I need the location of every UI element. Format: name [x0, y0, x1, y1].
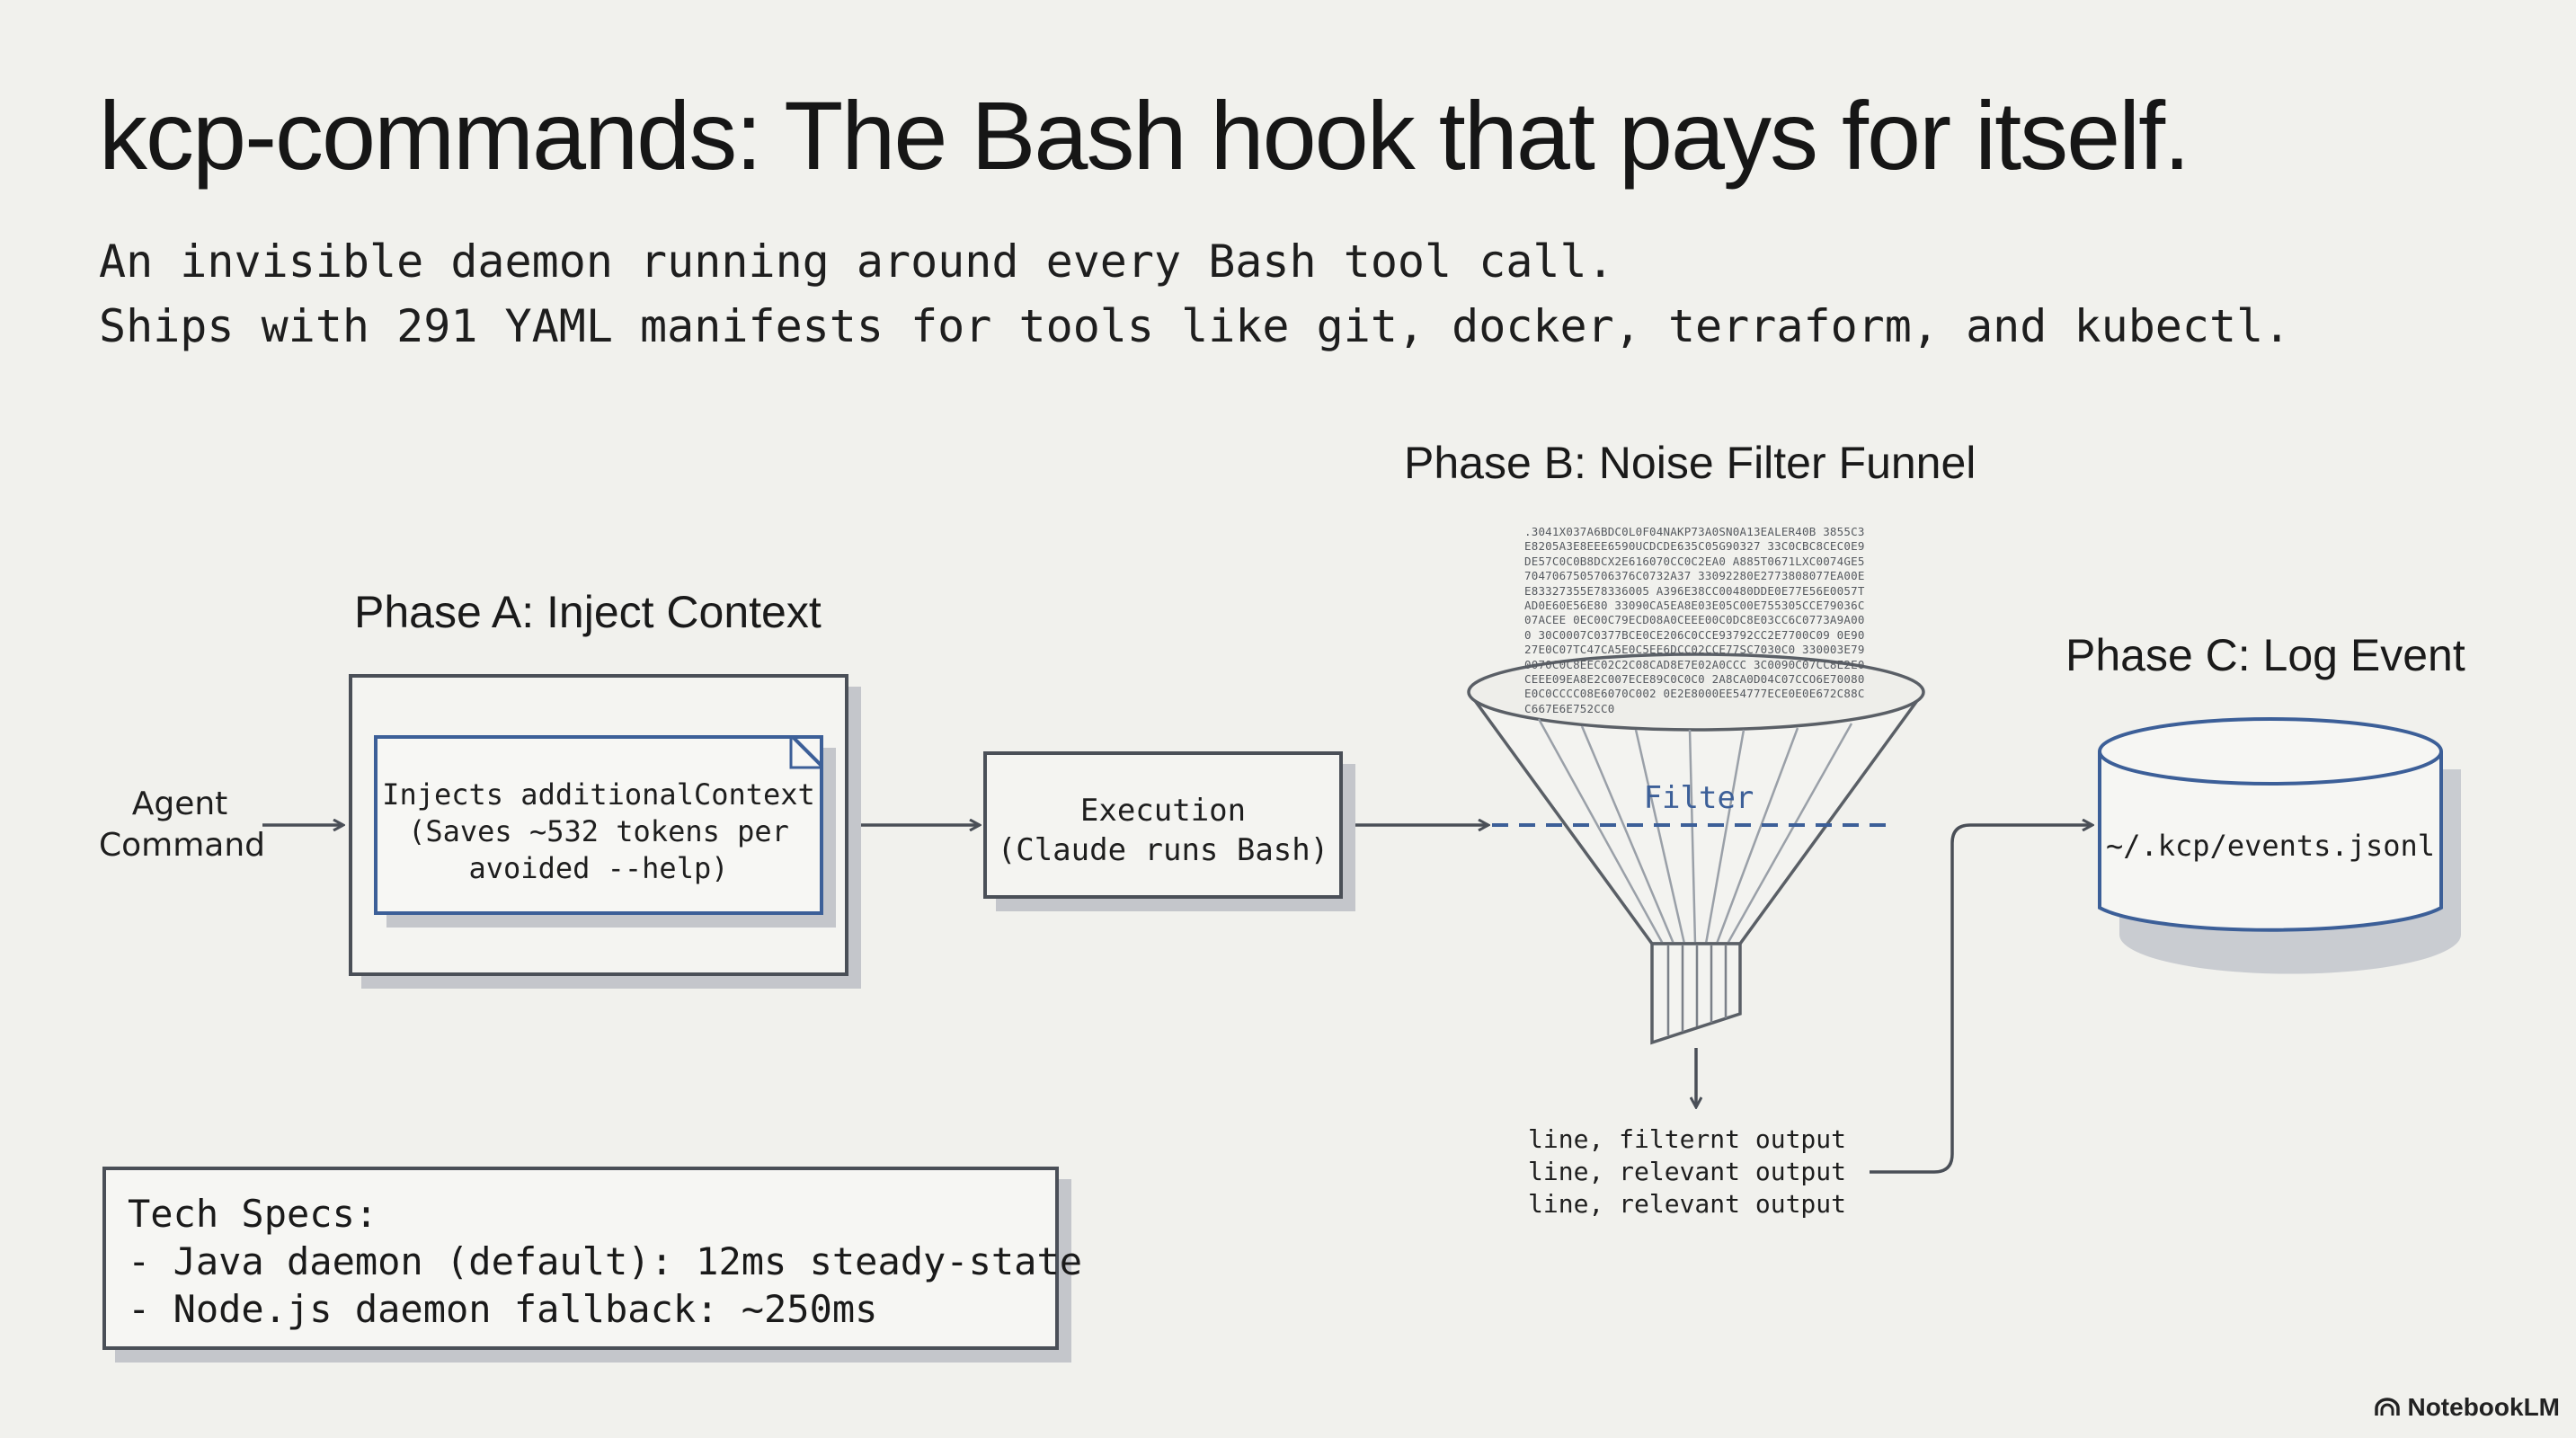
- execution-text: Execution (Claude runs Bash): [987, 791, 1339, 870]
- database-icon: [2098, 717, 2461, 974]
- filtered-line: line, filternt output: [1528, 1124, 1847, 1154]
- phase-a-label: Phase A: Inject Context: [354, 587, 822, 637]
- notebooklm-logo-icon: [2375, 1398, 2401, 1416]
- arrow-output-to-events: [1870, 825, 2092, 1174]
- noise-text: .3041X037A6BDC0L0F04NAKP73A0SN0A13EALER4…: [1524, 525, 1865, 715]
- inject-line: Injects additionalContext: [382, 777, 815, 812]
- watermark: NotebookLM: [2375, 1393, 2560, 1422]
- phase-c-label: Phase C: Log Event: [2065, 630, 2465, 680]
- execution-box: Execution (Claude runs Bash): [983, 751, 1343, 899]
- phase-b-label: Phase B: Noise Filter Funnel: [1404, 438, 1976, 488]
- filter-label: Filter: [1643, 780, 1754, 816]
- watermark-text: NotebookLM: [2407, 1393, 2560, 1421]
- filtered-line: line, relevant output: [1528, 1189, 1847, 1219]
- agent-command-label: Agent Command: [99, 784, 266, 866]
- folded-corner-icon: [789, 735, 823, 769]
- inject-line: avoided --help): [468, 851, 729, 885]
- page-subtitle: An invisible daemon running around every…: [99, 229, 2290, 359]
- tech-specs-heading: Tech Specs:: [128, 1192, 378, 1236]
- execution-line: (Claude runs Bash): [997, 832, 1329, 868]
- subtitle-line: Ships with 291 YAML manifests for tools …: [99, 300, 2291, 352]
- execution-line: Execution: [1079, 793, 1247, 829]
- tech-specs-item: - Java daemon (default): 12ms steady-sta…: [128, 1239, 1083, 1283]
- subtitle-line: An invisible daemon running around every…: [99, 235, 1614, 288]
- filtered-line: line, relevant output: [1528, 1157, 1847, 1186]
- agent-command-line: Command: [99, 827, 266, 864]
- page-title: kcp-commands: The Bash hook that pays fo…: [99, 81, 2190, 190]
- agent-command-line: Agent: [131, 786, 228, 822]
- inject-context-document: Injects additionalContext (Saves ~532 to…: [374, 735, 823, 915]
- inject-context-text: Injects additionalContext (Saves ~532 to…: [378, 777, 820, 887]
- funnel-icon: [1467, 652, 1925, 1045]
- tech-specs-box: Tech Specs: - Java daemon (default): 12m…: [102, 1167, 1083, 1350]
- events-file-label: ~/.kcp/events.jsonl: [2105, 829, 2436, 863]
- inject-line: (Saves ~532 tokens per: [408, 814, 789, 848]
- tech-specs-item: - Node.js daemon fallback: ~250ms: [128, 1287, 878, 1331]
- filtered-output: line, filternt output line, relevant out…: [1528, 1123, 1846, 1221]
